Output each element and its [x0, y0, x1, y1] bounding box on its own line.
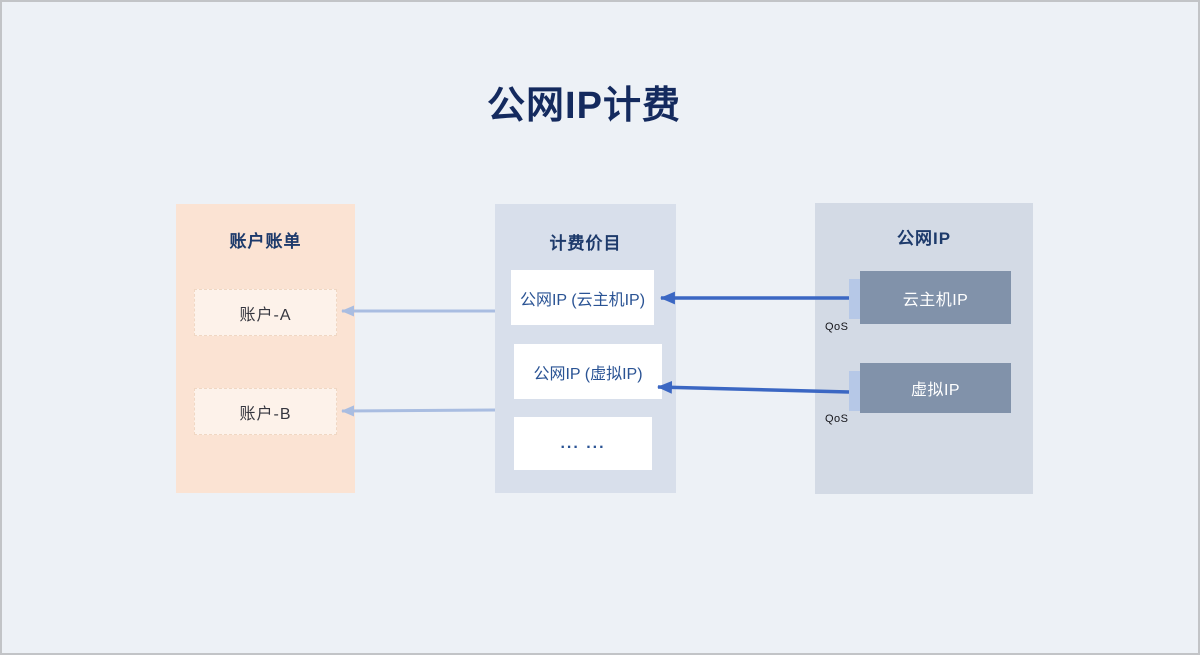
panel-public-ip: 公网IP 云主机IP QoS 虚拟IP QoS — [815, 203, 1033, 494]
arrow-price2-to-account-b — [341, 405, 496, 417]
node-cloud-host-ip: 云主机IP — [860, 271, 1011, 324]
panel-account-bills-title: 账户账单 — [229, 232, 302, 251]
qos-port-cloud-host — [849, 279, 861, 319]
node-public-ip-cloud-host: 公网IP (云主机IP) — [511, 270, 654, 325]
node-ellipsis: ... ... — [514, 417, 652, 470]
panel-price-list: 计费价目 公网IP (云主机IP) 公网IP (虚拟IP) ... ... — [495, 204, 676, 493]
qos-port-virtual — [849, 371, 861, 411]
panel-account-bills: 账户账单 账户-A 账户-B — [176, 204, 355, 493]
panel-price-list-title: 计费价目 — [549, 234, 622, 253]
node-account-b: 账户-B — [194, 388, 337, 435]
panel-public-ip-title: 公网IP — [896, 229, 952, 248]
page-title: 公网IP计费 — [487, 85, 681, 127]
node-virtual-ip: 虚拟IP — [860, 363, 1011, 413]
node-account-a: 账户-A — [194, 289, 337, 336]
qos-label-cloud-host: QoS — [825, 321, 849, 333]
node-public-ip-virtual: 公网IP (虚拟IP) — [514, 344, 662, 399]
qos-label-virtual: QoS — [825, 413, 849, 425]
